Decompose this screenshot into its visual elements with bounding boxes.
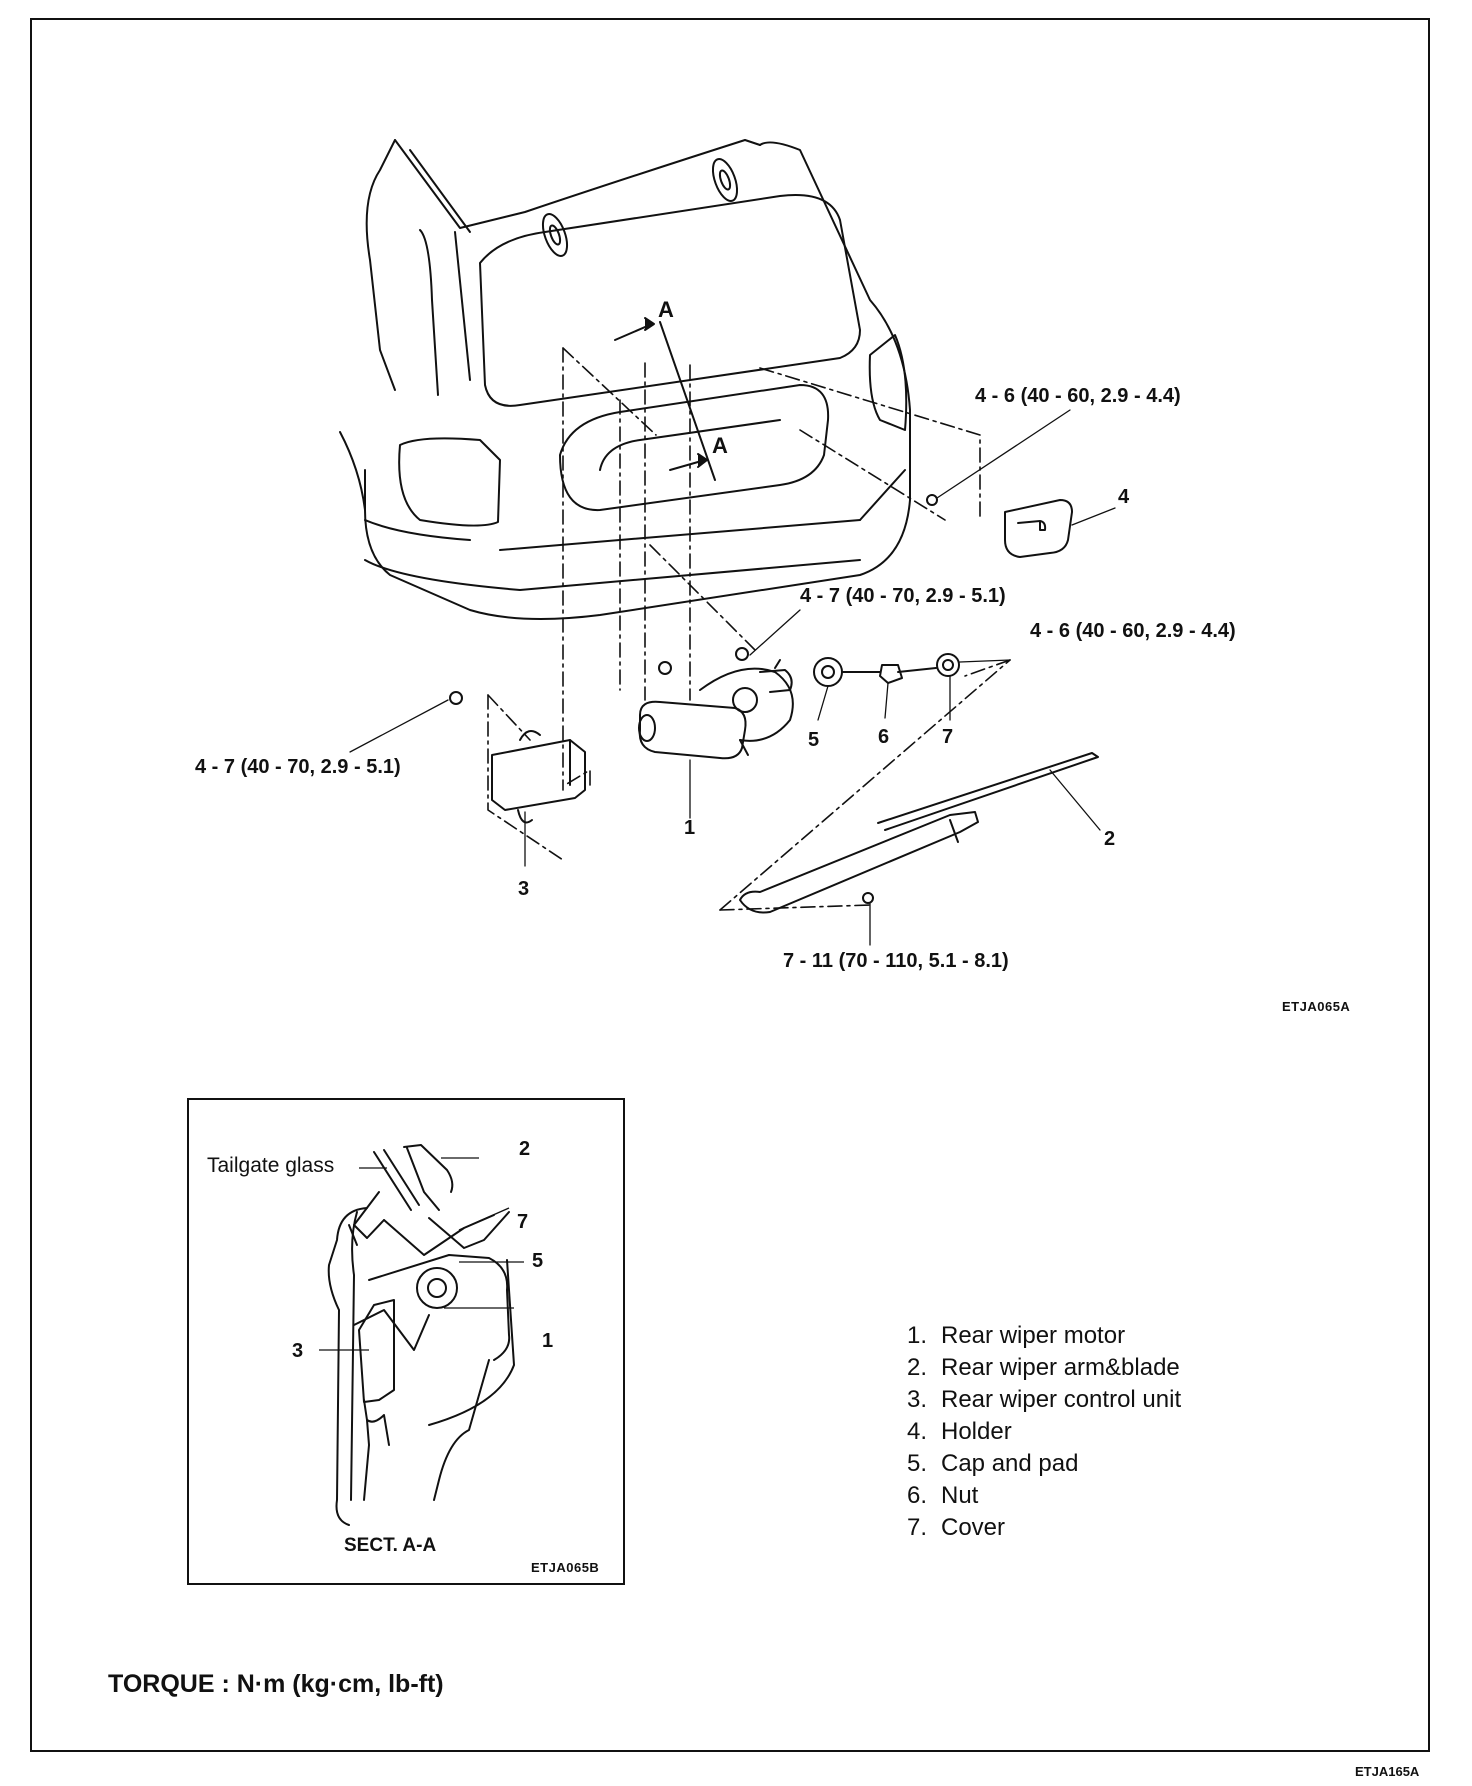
- callout-2: 2: [1104, 828, 1116, 850]
- legend-item-text: Cap and pad: [941, 1450, 1079, 1477]
- holder-drawing: [926, 494, 1073, 558]
- torque-label-holder: 4 - 6 (40 - 60, 2.9 - 4.4): [975, 385, 1181, 407]
- section-mark-upper: A: [658, 297, 674, 322]
- torque-label-arm: 7 - 11 (70 - 110, 5.1 - 8.1): [783, 950, 1009, 972]
- legend-item-text: Nut: [941, 1482, 979, 1509]
- cap-pad-nut-cover-drawing: [813, 653, 960, 687]
- legend-item-text: Cover: [941, 1514, 1006, 1541]
- legend-item: 7. Cover: [907, 1512, 1181, 1544]
- legend-item: 6. Nut: [907, 1480, 1181, 1512]
- section-inset-drawing: [327, 1144, 515, 1526]
- legend-item: 2. Rear wiper arm&blade: [907, 1352, 1181, 1384]
- inset-callout-2: 2: [519, 1138, 531, 1160]
- section-arrows: [614, 317, 716, 481]
- legend-item-number: 5.: [907, 1450, 928, 1477]
- wiper-motor-drawing: [638, 647, 794, 760]
- legend-item-number: 6.: [907, 1482, 928, 1509]
- vehicle-rear-outline: [339, 139, 911, 620]
- callout-leaders: [349, 409, 1116, 946]
- control-unit-drawing: [449, 691, 586, 824]
- legend-item: 3. Rear wiper control unit: [907, 1384, 1181, 1416]
- inset-tailgate-glass-label: Tailgate glass: [207, 1154, 335, 1177]
- figure-code-inset: ETJA065B: [531, 1560, 600, 1575]
- callout-6: 6: [878, 726, 890, 748]
- legend-item-number: 7.: [907, 1514, 928, 1541]
- torque-unit-note: TORQUE : N·m (kg·cm, lb-ft): [108, 1670, 444, 1698]
- legend-item: 4. Holder: [907, 1416, 1181, 1448]
- callout-5: 5: [808, 729, 820, 751]
- section-mark-lower: A: [712, 433, 728, 458]
- inset-callout-1: 1: [542, 1330, 554, 1352]
- page-frame: [30, 18, 1430, 1752]
- inset-callout-5: 5: [532, 1250, 544, 1272]
- callout-3: 3: [518, 878, 530, 900]
- legend-item-text: Rear wiper arm&blade: [941, 1354, 1180, 1381]
- parts-legend: 1. Rear wiper motor 2. Rear wiper arm&blad…: [907, 1320, 1181, 1544]
- torque-label-motor: 4 - 7 (40 - 70, 2.9 - 5.1): [800, 585, 1006, 607]
- inset-section-title: SECT. A-A: [344, 1535, 437, 1556]
- assembly-leader-lines: [487, 347, 1011, 911]
- torque-label-cover: 4 - 6 (40 - 60, 2.9 - 4.4): [1030, 620, 1236, 642]
- inset-callout-3: 3: [292, 1340, 304, 1362]
- legend-item-text: Rear wiper motor: [941, 1322, 1126, 1349]
- wiper-arm-blade-drawing: [739, 752, 1099, 914]
- legend-item-number: 2.: [907, 1354, 928, 1381]
- torque-label-control-unit: 4 - 7 (40 - 70, 2.9 - 5.1): [195, 756, 401, 778]
- legend-item-text: Rear wiper control unit: [941, 1386, 1182, 1413]
- legend-item: 1. Rear wiper motor: [907, 1320, 1181, 1352]
- legend-item-number: 1.: [907, 1322, 928, 1349]
- legend-item-number: 4.: [907, 1418, 928, 1445]
- legend-item-text: Holder: [941, 1418, 1012, 1445]
- callout-7: 7: [942, 726, 954, 748]
- legend-item-number: 3.: [907, 1386, 928, 1413]
- callout-4: 4: [1118, 486, 1130, 508]
- inset-callout-7: 7: [517, 1211, 529, 1233]
- section-inset: Tailgate glass 2 7 5 1 3 SECT. A-A ETJA0…: [187, 1098, 625, 1585]
- figure-code-page: ETJA165A: [1355, 1764, 1420, 1779]
- inset-leaders: [319, 1157, 524, 1351]
- callout-1: 1: [684, 817, 696, 839]
- figure-code-main: ETJA065A: [1282, 999, 1351, 1014]
- legend-item: 5. Cap and pad: [907, 1448, 1181, 1480]
